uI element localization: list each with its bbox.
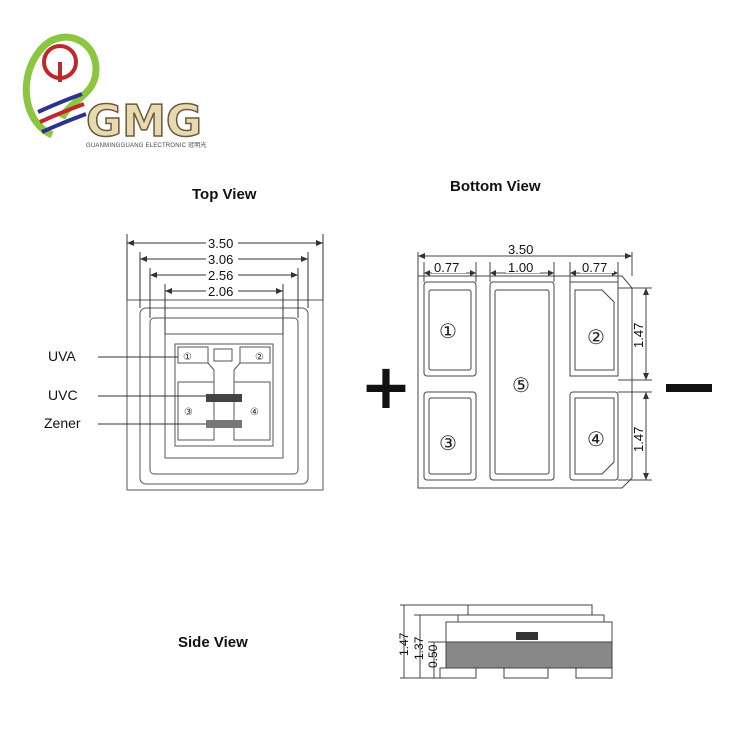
callout-uvc: UVC (48, 387, 78, 403)
callout-zener: Zener (44, 415, 81, 431)
bottom-view-drawing (417, 252, 652, 489)
top-pad-2: ② (255, 352, 264, 363)
bottom-dim-overall: 3.50 (508, 242, 533, 257)
bottom-dim-center-pad: 1.00 (508, 260, 533, 275)
bottom-pad-1: ① (439, 319, 457, 343)
top-view-title: Top View (192, 186, 257, 203)
bottom-pad-5: ⑤ (512, 373, 530, 397)
top-dim-3: 2.56 (208, 268, 233, 283)
top-dim-4: 2.06 (208, 284, 233, 299)
bottom-dim-left-pad: 0.77 (434, 260, 459, 275)
polarity-plus: + (360, 350, 412, 423)
bottom-dim-right-pad: 0.77 (582, 260, 607, 275)
side-dim-total: 1.47 (397, 632, 411, 656)
bottom-view-title: Bottom View (450, 178, 541, 195)
callout-uva: UVA (48, 348, 76, 364)
polarity-minus-bar (666, 384, 712, 392)
bottom-dim-height-bottom: 1.47 (631, 427, 646, 452)
bottom-pad-3: ③ (439, 431, 457, 455)
logo-tagline: GUANMINGGUANG ELECTRONIC 冠明光 (86, 143, 207, 149)
side-dim-body: 1.37 (412, 636, 426, 660)
top-pad-3: ③ (184, 407, 193, 418)
bottom-dim-height-top: 1.47 (631, 323, 646, 348)
bottom-pad-4: ④ (587, 427, 605, 451)
side-dim-base: 0.50 (426, 644, 440, 668)
side-view-title: Side View (178, 634, 248, 651)
bottom-pad-2: ② (587, 325, 605, 349)
top-dim-overall: 3.50 (208, 236, 233, 251)
top-pad-4: ④ (250, 407, 259, 418)
top-view-drawing (98, 234, 324, 491)
logo-brand: GMG (86, 96, 202, 147)
gmg-logo: GMG (22, 33, 203, 148)
side-view-drawing (400, 604, 613, 679)
top-dim-2: 3.06 (208, 252, 233, 267)
top-view-arrows (127, 240, 323, 294)
top-pad-1: ① (183, 352, 192, 363)
bottom-view-arrows (418, 253, 649, 480)
